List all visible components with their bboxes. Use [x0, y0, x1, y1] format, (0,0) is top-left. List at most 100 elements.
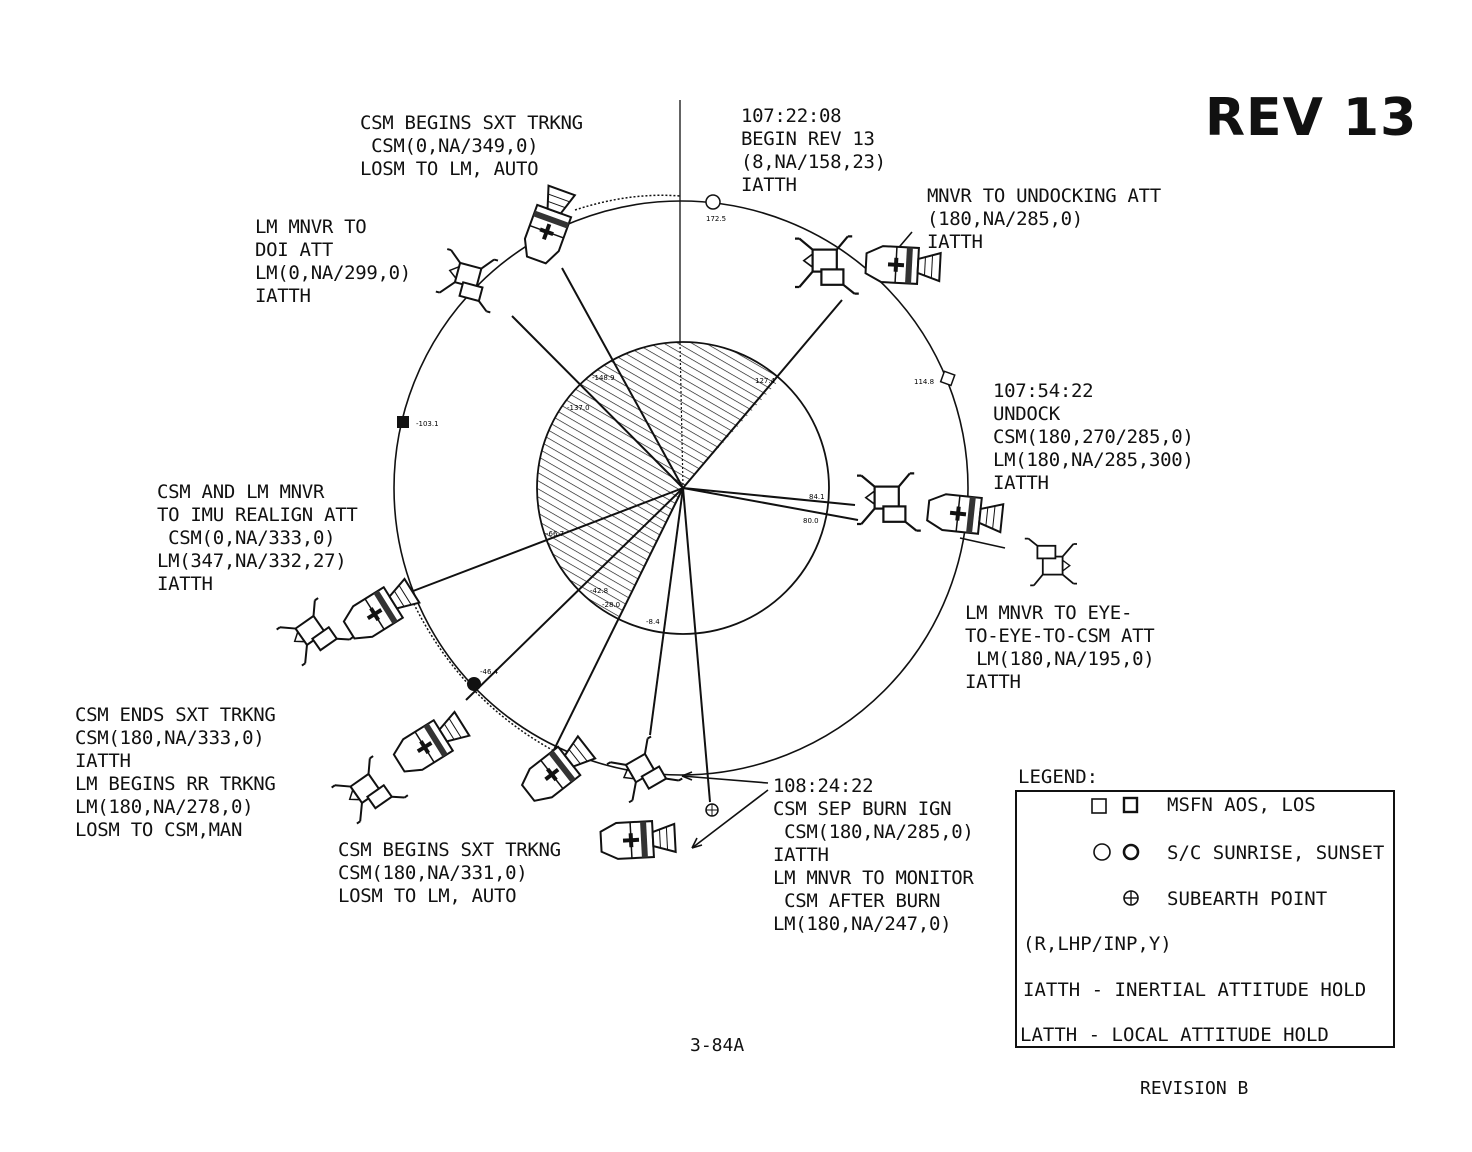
annotation-line: CSM(0,NA/349,0) [360, 135, 539, 157]
legend-subearth: SUBEARTH POINT [1167, 888, 1328, 910]
radial-line [511, 315, 684, 489]
annotation-line: DOI ATT [255, 239, 333, 261]
sunset-marker-icon [467, 677, 481, 691]
annotation-line: IATTH [773, 844, 829, 866]
annotation-line: LM(180,NA/247,0) [773, 913, 952, 935]
lm-spacecraft-icon [274, 593, 354, 672]
csm-spacecraft-icon [388, 707, 473, 780]
legend-latth: LATTH - LOCAL ATTITUDE HOLD [1020, 1024, 1329, 1046]
sunrise-icon [1093, 843, 1111, 861]
radial-line [544, 487, 684, 769]
msfn-aos-marker-icon [939, 370, 956, 387]
annotation-line: IATTH [965, 671, 1021, 693]
sunrise-marker-label: 172.5 [706, 215, 726, 223]
legend-box: MSFN AOS, LOS S/C SUNRISE, SUNSET SUBEAR… [1015, 790, 1395, 1048]
legend-msfn: MSFN AOS, LOS [1167, 794, 1316, 816]
sunset-icon [1122, 843, 1140, 861]
moon-label: -42.8 [590, 587, 608, 595]
arrowhead-icon [681, 771, 693, 781]
annotation-line: 107:22:08 [741, 105, 842, 127]
annotation-line: LOSM TO CSM,MAN [75, 819, 243, 841]
moon-label: 80.0 [803, 517, 819, 525]
annotation-line: LM(180,NA/285,300) [993, 449, 1194, 471]
moon-circle [536, 341, 830, 635]
annotation-line: CSM ENDS SXT TRKNG [75, 704, 276, 726]
annotation-line: MNVR TO UNDOCKING ATT [927, 185, 1161, 207]
orbit-circle [393, 200, 969, 776]
annotation-line: IATTH [255, 285, 311, 307]
annotation-line: LOSM TO LM, AUTO [338, 885, 517, 907]
annotation-line: CSM AND LM MNVR [157, 481, 325, 503]
annotation-mnvr-undocking: MNVR TO UNDOCKING ATT(180,NA/285,0)IATTH [927, 185, 1161, 254]
subearth-point-icon [705, 803, 719, 817]
annotation-line: LM MNVR TO EYE- [965, 602, 1133, 624]
msfn-aos-marker-label: 114.8 [914, 378, 934, 386]
page-number: 3-84A [690, 1035, 745, 1056]
sunrise-marker-icon [705, 194, 721, 210]
annotation-line: LM MNVR TO [255, 216, 367, 238]
legend-symbols [1091, 796, 1140, 906]
legend-title: LEGEND: [1018, 766, 1099, 788]
sunset-marker-label: -46.4 [480, 668, 499, 676]
csm-spacecraft-icon [925, 491, 1005, 538]
msfn-los-marker-label: -103.1 [416, 420, 439, 428]
annotation-csm-begins-sxt-top: CSM BEGINS SXT TRKNG CSM(0,NA/349,0)LOSM… [360, 112, 583, 181]
radial-line [465, 487, 684, 701]
annotation-line: IATTH [741, 174, 797, 196]
revision-label: REVISION B [1140, 1078, 1249, 1099]
legend-attitude-format: (R,LHP/INP,Y) [1023, 933, 1172, 955]
msfn-aos-icon [1091, 798, 1107, 814]
page-title: REV 13 [1205, 88, 1418, 148]
lm-spacecraft-icon [329, 751, 409, 830]
lm-spacecraft-icon [793, 235, 860, 295]
annotation-line: IATTH [993, 472, 1049, 494]
arrow-sep-burn-csm [691, 789, 769, 849]
annotation-line: CSM BEGINS SXT TRKNG [338, 839, 561, 861]
annotation-line: CSM(180,NA/331,0) [338, 862, 528, 884]
dotted-arc-top [574, 194, 681, 211]
annotation-line: CSM(180,NA/333,0) [75, 727, 265, 749]
lm-spacecraft-icon [433, 246, 505, 314]
moon-label: -137.0 [567, 404, 590, 412]
annotation-line: LM(180,NA/278,0) [75, 796, 254, 818]
moon-label: -28.0 [602, 601, 620, 609]
msfn-los-marker-icon [397, 416, 409, 428]
legend-iatth: IATTH - INERTIAL ATTITUDE HOLD [1023, 979, 1367, 1001]
annotation-line: CSM(180,270/285,0) [993, 426, 1194, 448]
reference-line-dotted [679, 342, 684, 489]
annotation-line: 107:54:22 [993, 380, 1094, 402]
annotation-line: TO IMU REALIGN ATT [157, 504, 358, 526]
leader-line [959, 537, 1006, 549]
radial-line [399, 487, 684, 597]
annotation-line: IATTH [75, 750, 131, 772]
annotation-line: (180,NA/285,0) [927, 208, 1083, 230]
moon-label: -66.7 [546, 530, 564, 538]
annotation-line: UNDOCK [993, 403, 1060, 425]
annotation-line: CSM AFTER BURN [773, 890, 941, 912]
annotation-eye-to-eye: LM MNVR TO EYE-TO-EYE-TO-CSM ATT LM(180,… [965, 602, 1155, 694]
moon-label: 84.1 [809, 493, 825, 501]
csm-spacecraft-icon [599, 818, 677, 861]
radial-line [682, 487, 856, 506]
arrowhead-icon [691, 837, 703, 849]
annotation-line: IATTH [157, 573, 213, 595]
annotation-line: BEGIN REV 13 [741, 128, 875, 150]
annotation-line: IATTH [927, 231, 983, 253]
annotation-line: 108:24:22 [773, 775, 874, 797]
lm-spacecraft-icon [855, 472, 922, 532]
msfn-los-icon [1122, 796, 1139, 814]
annotation-line: LM MNVR TO MONITOR [773, 867, 974, 889]
moon-label: -8.4 [646, 618, 660, 626]
radial-lines [399, 267, 859, 803]
annotation-line: TO-EYE-TO-CSM ATT [965, 625, 1155, 647]
annotation-line: LM BEGINS RR TRKNG [75, 773, 276, 795]
radial-line [649, 487, 684, 736]
